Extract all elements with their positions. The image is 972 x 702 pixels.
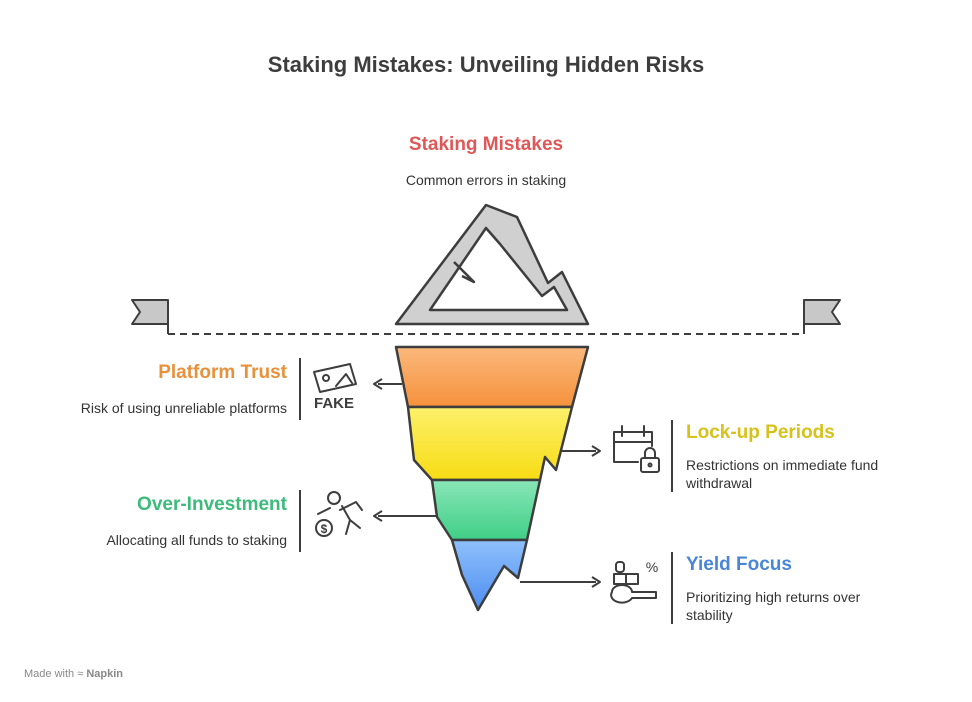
napkin-logo-icon: ≈ — [77, 668, 84, 680]
money-runner-icon: $ — [315, 491, 363, 537]
arrow-platform-trust — [373, 378, 402, 390]
top-description: Common errors in staking — [405, 172, 567, 188]
arrow-over-investment — [373, 510, 436, 522]
desc-lock-up-periods: Restrictions on immediate fund withdrawa… — [686, 457, 879, 491]
left-flag — [131, 299, 169, 334]
footer-brand: Napkin — [86, 668, 123, 680]
desc-platform-trust: Risk of using unreliable platforms — [80, 400, 287, 416]
layer-lock-up-periods — [406, 405, 574, 482]
fake-card-icon: FAKE — [313, 363, 357, 412]
layer-over-investment — [430, 478, 542, 542]
yield-scoop-icon: % — [610, 559, 658, 604]
separator-platform-trust — [299, 358, 301, 420]
iceberg-tip — [394, 203, 590, 326]
page-title: Staking Mistakes: Unveiling Hidden Risks — [267, 52, 705, 77]
desc-yield-focus: Prioritizing high returns over stability — [686, 589, 861, 623]
layer-platform-trust — [394, 345, 590, 409]
arrow-lock-up-periods — [562, 445, 601, 457]
label-lock-up-periods: Lock-up Periods — [686, 422, 835, 443]
footer-attribution: Made with ≈ Napkin — [24, 668, 123, 680]
arrow-yield-focus — [520, 576, 601, 588]
footer-prefix: Made with — [24, 668, 75, 680]
dollar-glyph: $ — [321, 522, 328, 536]
fake-icon-text: FAKE — [314, 395, 354, 412]
label-over-investment: Over-Investment — [137, 494, 287, 515]
label-yield-focus: Yield Focus — [686, 554, 792, 575]
percent-glyph: % — [646, 559, 658, 575]
right-flag — [803, 299, 841, 334]
separator-over-investment — [299, 490, 301, 552]
layer-yield-focus — [450, 538, 529, 612]
separator-yield-focus — [671, 552, 673, 624]
label-platform-trust: Platform Trust — [158, 362, 287, 383]
separator-lock-up-periods — [671, 420, 673, 492]
calendar-lock-icon — [613, 425, 660, 473]
top-heading: Staking Mistakes — [408, 134, 564, 155]
desc-over-investment: Allocating all funds to staking — [106, 532, 287, 548]
